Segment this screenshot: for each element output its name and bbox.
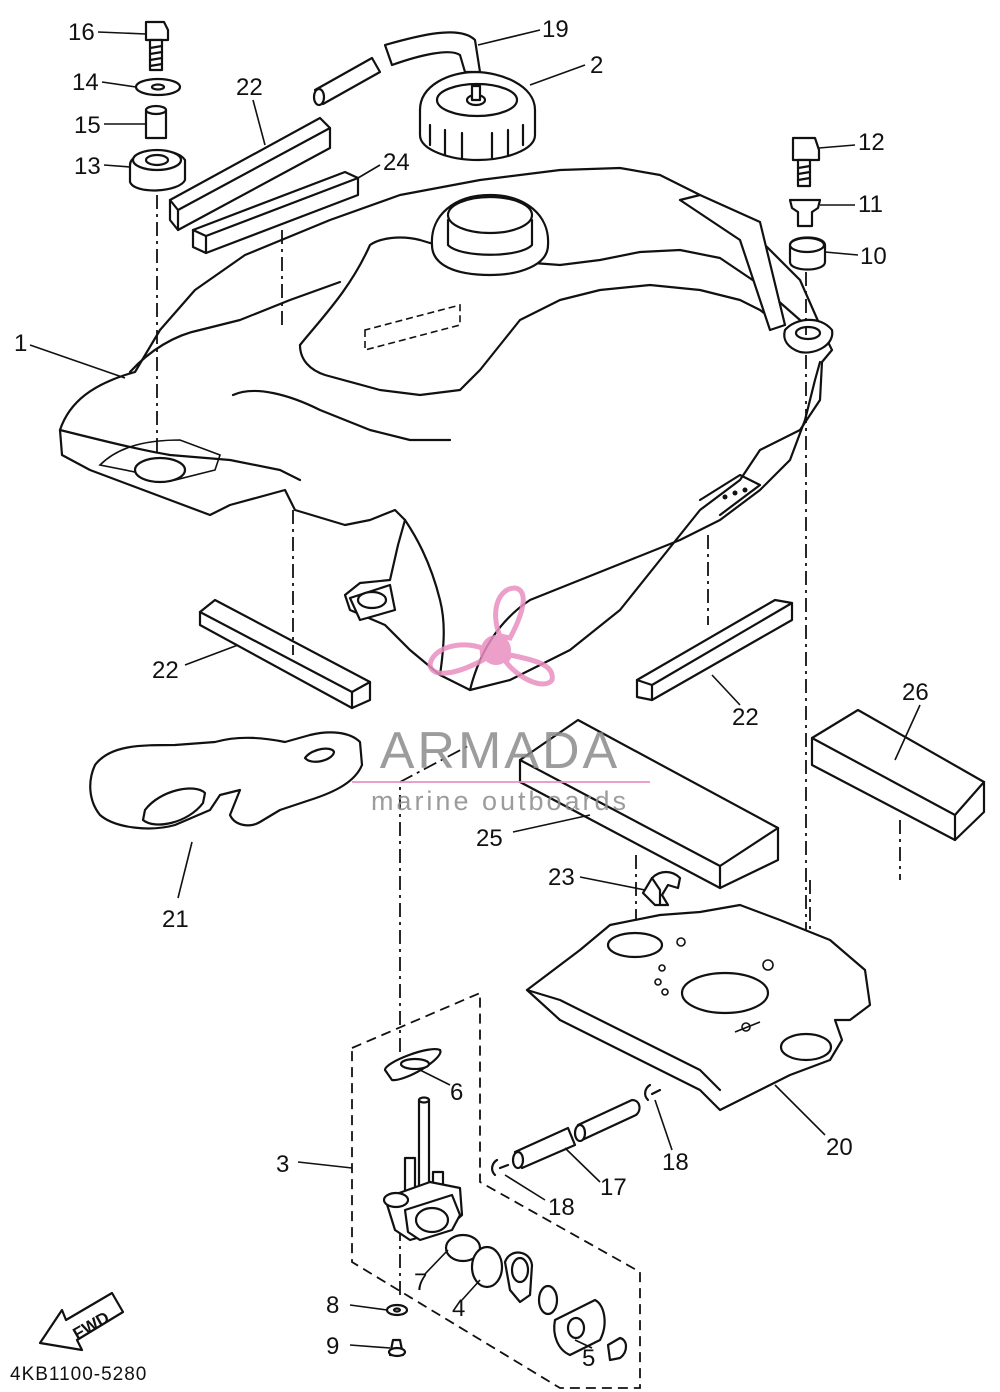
callout-6: 6 — [450, 1079, 463, 1106]
fuel-cock — [351, 991, 641, 1389]
callout-22-top: 22 — [236, 74, 263, 101]
callout-3: 3 — [276, 1151, 289, 1178]
callout-25: 25 — [476, 825, 503, 852]
callout-13: 13 — [74, 153, 101, 180]
callout-18-upper: 18 — [662, 1149, 689, 1176]
callout-15: 15 — [74, 112, 101, 139]
pads — [168, 116, 986, 890]
watermark: ARMADA marine outboards — [352, 585, 650, 816]
callout-17: 17 — [600, 1174, 627, 1201]
leader-lines — [29, 29, 921, 1349]
callout-21: 21 — [162, 906, 189, 933]
callout-18-lower: 18 — [548, 1194, 575, 1221]
callout-22-left: 22 — [152, 657, 179, 684]
callout-10: 10 — [860, 243, 887, 270]
plate-21 — [89, 731, 364, 830]
callout-16: 16 — [68, 19, 95, 46]
breather-hose — [312, 31, 482, 107]
callout-22-right: 22 — [732, 704, 759, 731]
propeller-logo-icon — [427, 585, 555, 687]
callout-7: 7 — [414, 1269, 427, 1296]
callout-4: 4 — [452, 1295, 465, 1322]
callout-26: 26 — [902, 679, 929, 706]
fuel-tank — [58, 166, 834, 692]
callout-20: 20 — [826, 1134, 853, 1161]
callout-19: 19 — [542, 16, 569, 43]
callout-9: 9 — [326, 1333, 339, 1360]
diagram-code: 4KB1100-5280 — [10, 1364, 147, 1385]
right-mount-hardware — [788, 136, 827, 1035]
callout-14: 14 — [72, 69, 99, 96]
callout-24: 24 — [383, 149, 410, 176]
left-mount-hardware — [128, 20, 187, 455]
callout-2: 2 — [590, 52, 603, 79]
callout-5: 5 — [582, 1345, 595, 1372]
callout-12: 12 — [858, 129, 885, 156]
fuel-pipes — [491, 1083, 662, 1177]
callout-1: 1 — [14, 330, 27, 357]
watermark-title: ARMADA — [380, 722, 620, 780]
callout-23: 23 — [548, 864, 575, 891]
plate-20 — [525, 903, 872, 1112]
callout-8: 8 — [326, 1292, 339, 1319]
callouts: 16 14 15 13 19 2 22 24 12 11 10 1 22 22 … — [14, 16, 929, 1372]
fuel-cap — [418, 70, 537, 162]
clip-23 — [641, 870, 682, 907]
callout-11: 11 — [858, 191, 883, 218]
watermark-subtitle: marine outboards — [371, 786, 629, 816]
fwd-arrow-icon: FWD — [38, 1291, 125, 1352]
